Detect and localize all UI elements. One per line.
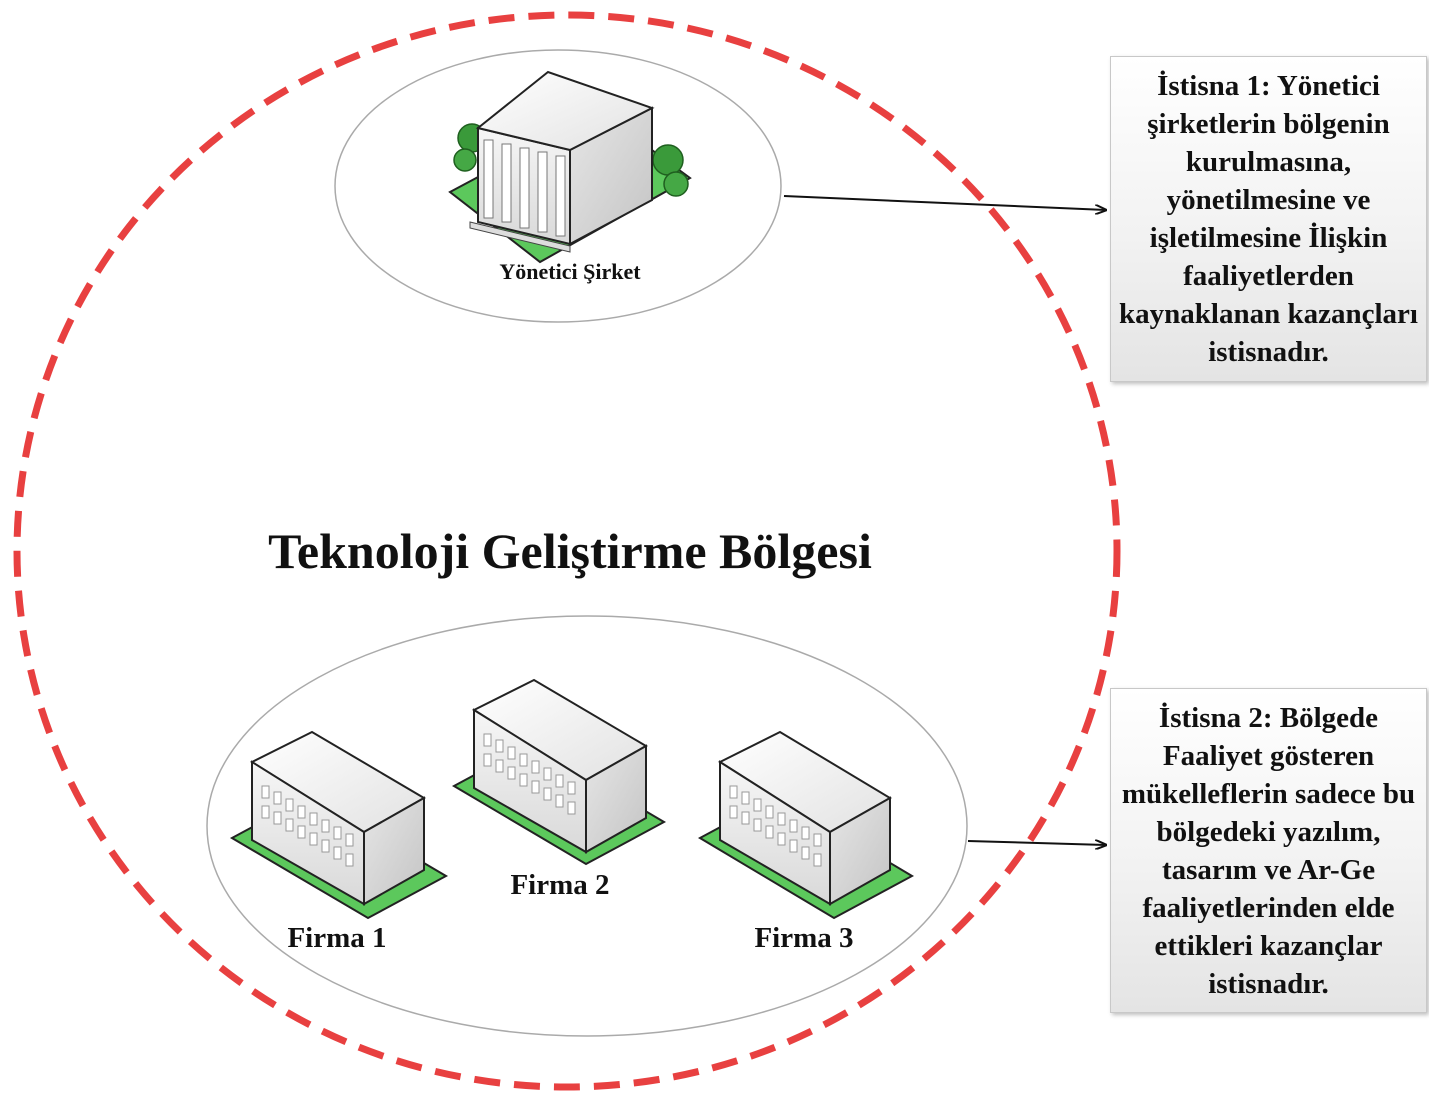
firm-3-label: Firma 3 <box>754 922 853 954</box>
zone-boundary <box>13 11 1121 1091</box>
office-building-icon <box>697 730 915 920</box>
firm-2-label: Firma 2 <box>510 869 609 901</box>
arrow-to-exception-1 <box>783 195 1106 210</box>
exception-1-text: İstisna 1: Yönetici şirketlerin bölgenin… <box>1119 70 1418 368</box>
zone-title: Teknoloji Geliştirme Bölgesi <box>268 523 872 579</box>
exception-1-box: İstisna 1: Yönetici şirketlerin bölgenin… <box>1110 56 1427 382</box>
arrow-to-exception-2 <box>967 841 1106 845</box>
firm-1-label: Firma 1 <box>287 922 386 954</box>
office-building-icon <box>451 678 667 866</box>
office-building-icon <box>229 730 449 920</box>
exception-2-box: İstisna 2: Bölgede Faaliyet gösteren mük… <box>1110 688 1427 1013</box>
government-building-icon <box>448 70 692 264</box>
managing-company-label: Yönetici Şirket <box>499 259 641 284</box>
exception-2-text: İstisna 2: Bölgede Faaliyet gösteren mük… <box>1121 701 1416 1000</box>
